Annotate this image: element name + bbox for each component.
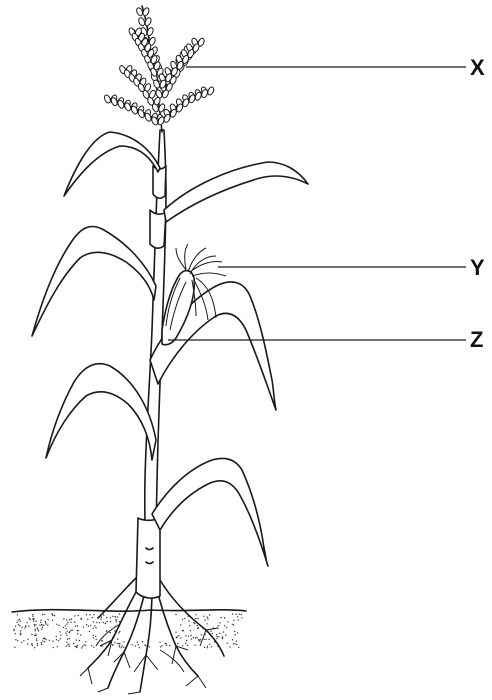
tassel xyxy=(103,6,215,132)
leaves xyxy=(32,132,308,566)
label-z: Z xyxy=(470,329,483,351)
label-y: Y xyxy=(470,257,485,279)
label-x: X xyxy=(470,57,485,79)
